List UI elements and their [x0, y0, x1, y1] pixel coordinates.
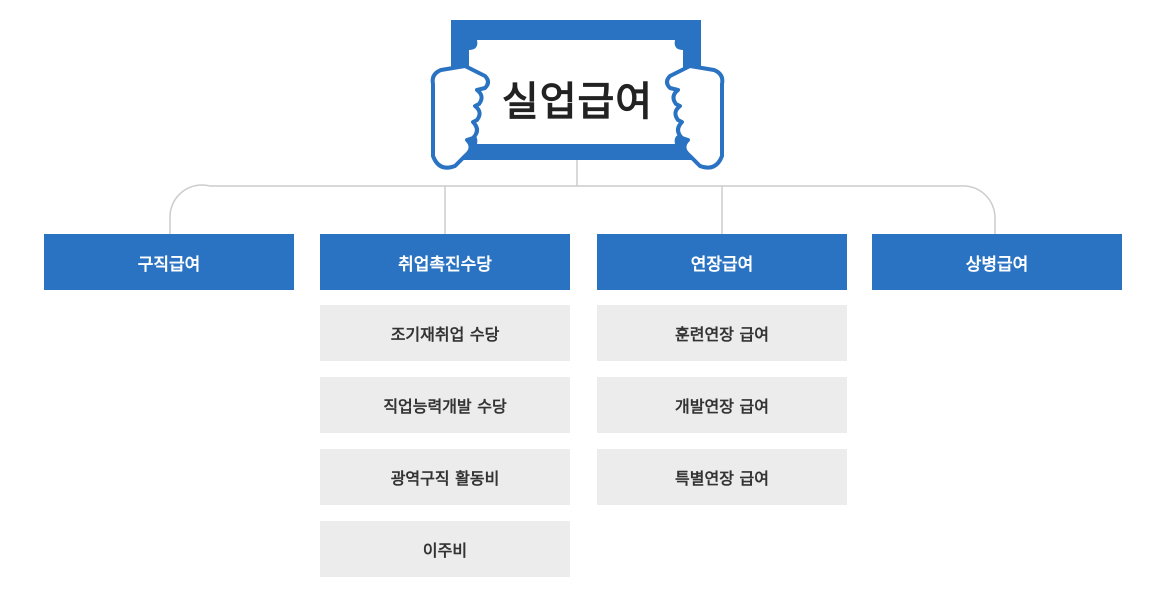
category-sickness-benefit: 상병급여: [872, 234, 1122, 290]
diagram-title: 실업급여: [501, 79, 654, 125]
sub-item-early-reemployment-allowance: 조기재취업 수당: [320, 305, 570, 361]
certificate-held-by-hands-icon: [430, 20, 725, 170]
sub-item-vocational-development-allowance: 직업능력개발 수당: [320, 377, 570, 433]
sub-item-training-extension-benefit: 훈련연장 급여: [597, 305, 847, 361]
sub-item-relocation-expense: 이주비: [320, 521, 570, 577]
category-extended-benefit: 연장급여: [597, 234, 847, 290]
category-job-seeking-benefit: 구직급여: [44, 234, 294, 290]
sub-item-individual-extension-benefit: 개발연장 급여: [597, 377, 847, 433]
sub-item-special-extension-benefit: 특별연장 급여: [597, 449, 847, 505]
sub-item-wide-area-job-search-expense: 광역구직 활동비: [320, 449, 570, 505]
category-employment-promotion-allowance: 취업촉진수당: [320, 234, 570, 290]
